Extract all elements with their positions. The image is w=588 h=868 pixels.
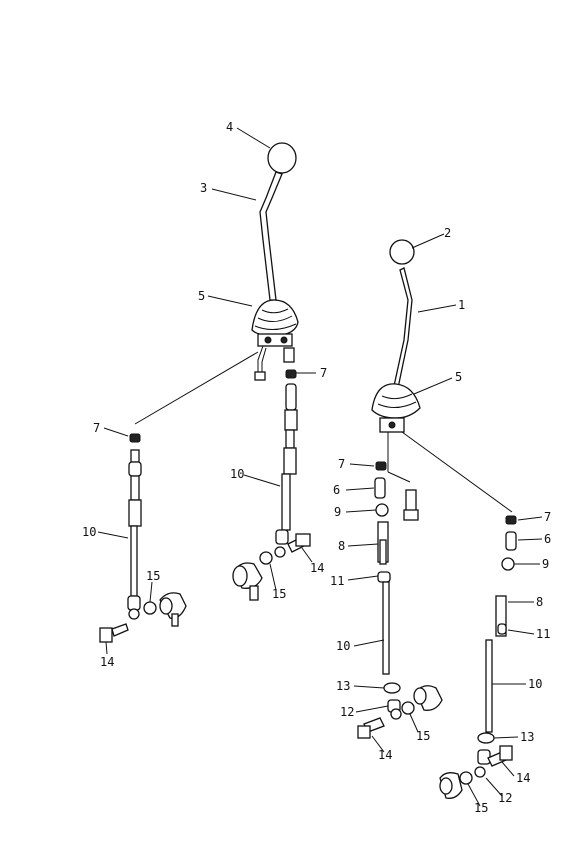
callout-12-right-center: 12	[340, 705, 354, 719]
callout-6-right-center: 6	[333, 483, 340, 497]
callout-15-right-center: 15	[416, 729, 430, 743]
callout-7-left-outer: 7	[93, 421, 100, 435]
bolt-left-2	[287, 533, 311, 553]
bracket-right-1	[413, 685, 443, 711]
boot-right	[371, 383, 421, 433]
lever-right	[393, 267, 413, 389]
callout-2: 2	[444, 226, 451, 240]
washer-left-1	[143, 601, 157, 615]
bolt-left-1	[99, 623, 129, 643]
callout-7-right-outer: 7	[544, 510, 551, 524]
callout-4: 4	[226, 120, 233, 134]
boot-left	[251, 299, 299, 347]
left-shift-lever-assembly	[99, 142, 311, 643]
callout-3: 3	[200, 181, 207, 195]
callout-13-right-center: 13	[336, 679, 350, 693]
callout-15-left-outer: 15	[146, 569, 160, 583]
bolt-right-1	[357, 717, 385, 739]
bolt-right-2	[487, 745, 513, 767]
bracket-left-1	[159, 592, 187, 627]
callout-15-right-outer: 15	[474, 801, 488, 815]
callout-10-left-outer: 10	[82, 525, 96, 539]
callout-9-right-outer: 9	[542, 557, 549, 571]
callout-5-left: 5	[198, 289, 205, 303]
rod-left-outer	[127, 433, 142, 620]
callout-13-right-outer: 13	[520, 730, 534, 744]
rod-left-inner	[274, 369, 298, 558]
washer-right-1	[401, 701, 415, 715]
callout-6-right-outer: 6	[544, 532, 551, 546]
callout-14-right-center: 14	[378, 748, 392, 762]
washer-left-2	[259, 551, 273, 565]
callout-10-right-outer: 10	[528, 677, 542, 691]
callout-11-right-center: 11	[330, 574, 344, 588]
callout-8-right-outer: 8	[536, 595, 543, 609]
rod-right-center	[374, 461, 402, 720]
rod-right-outer	[474, 515, 517, 778]
callout-1: 1	[458, 298, 465, 312]
knob-right	[389, 239, 415, 265]
callout-14-left-outer: 14	[100, 655, 114, 669]
callout-9-right-center: 9	[334, 505, 341, 519]
washer-right-2	[459, 771, 473, 785]
callout-14-right-outer: 14	[516, 771, 530, 785]
lever-left	[259, 171, 283, 301]
callout-15-left-inner: 15	[272, 587, 286, 601]
bracket-left-2	[232, 562, 263, 601]
callout-7-right-center: 7	[338, 457, 345, 471]
callout-10-left-inner: 10	[230, 467, 244, 481]
knob-left	[267, 142, 297, 174]
callout-7-left-inner: 7	[320, 366, 327, 380]
right-shift-lever-assembly	[357, 239, 517, 799]
callout-5-right: 5	[455, 370, 462, 384]
callout-12-right-outer: 12	[498, 791, 512, 805]
leader-lines	[97, 127, 543, 807]
callout-8-right-center: 8	[338, 539, 345, 553]
bracket-right-2	[439, 772, 463, 799]
callout-14-left-inner: 14	[310, 561, 324, 575]
callout-labels: 4 3 5 7 7 10 10 15 14 14 15 2 1 5 7 6 9 …	[82, 120, 551, 815]
switch-right	[403, 489, 419, 521]
callout-11-right-outer: 11	[536, 627, 550, 641]
callout-10-right-center: 10	[336, 639, 350, 653]
